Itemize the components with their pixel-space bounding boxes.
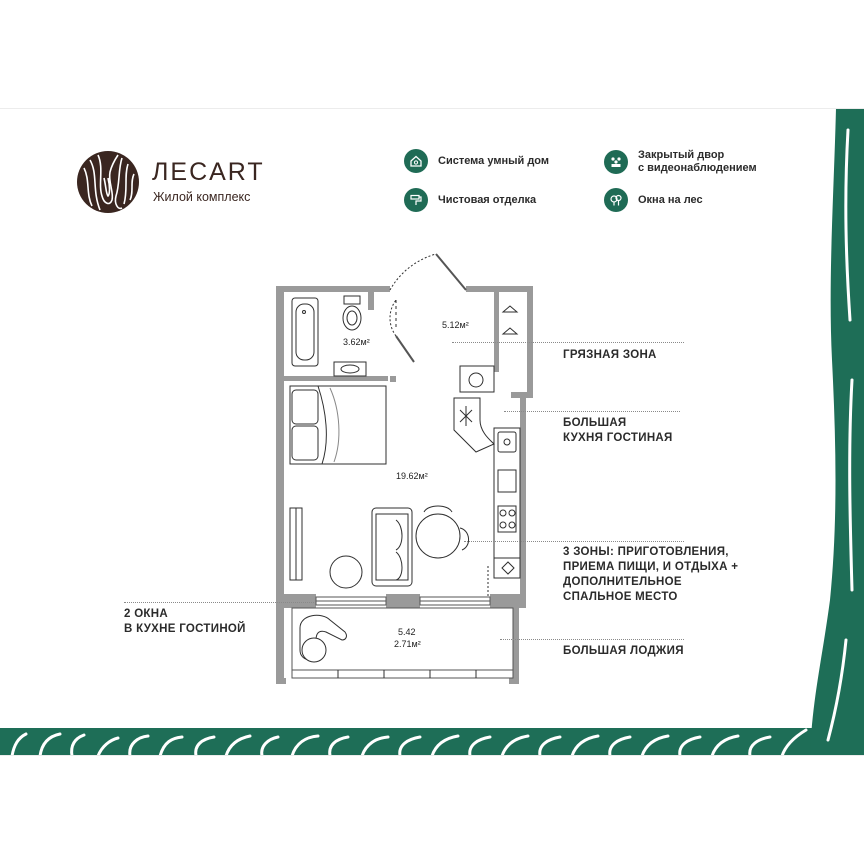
feature-finishing: Чистовая отделка — [404, 188, 536, 212]
smart-home-icon — [404, 149, 428, 173]
callout-two-windows: 2 ОКНА В КУХНЕ ГОСТИНОЙ — [124, 608, 246, 635]
area-hall: 5.12м² — [442, 320, 469, 330]
paint-roller-icon — [404, 188, 428, 212]
callout-line-kitchen — [504, 411, 680, 412]
brand-name: ЛЕСART — [152, 158, 265, 186]
area-bathroom: 3.62м² — [343, 337, 370, 347]
feature-label: Система умный дом — [438, 154, 550, 167]
people-icon — [604, 150, 628, 174]
area-living: 19.62м² — [396, 471, 428, 481]
brand-subtitle: Жилой комплекс — [153, 190, 251, 204]
callout-line-windows — [124, 602, 314, 603]
callout-kitchen-living: БОЛЬШАЯ КУХНЯ ГОСТИНАЯ — [563, 417, 673, 444]
sheet-background — [0, 108, 864, 756]
feature-label: Окна на лес — [638, 193, 703, 206]
feature-label: Закрытый двор с видеонаблюдением — [638, 149, 757, 174]
feature-smart-home: Система умный дом — [404, 149, 549, 173]
area-loggia-total: 5.42 — [398, 627, 416, 637]
wood-rings-logo-icon — [77, 151, 139, 213]
callout-dirty-zone: ГРЯЗНАЯ ЗОНА — [563, 349, 657, 361]
tree-icon — [604, 188, 628, 212]
feature-label: Чистовая отделка — [438, 193, 537, 206]
callout-loggia: БОЛЬШАЯ ЛОДЖИЯ — [563, 645, 684, 657]
area-loggia-counted: 2.71м² — [394, 639, 421, 649]
callout-line-dirty-zone — [452, 342, 684, 343]
callout-line-zones — [464, 541, 684, 542]
feature-closed-yard: Закрытый двор с видеонаблюдением — [604, 149, 757, 175]
callout-line-loggia — [500, 639, 684, 640]
callout-three-zones: 3 ЗОНЫ: ПРИГОТОВЛЕНИЯ, ПРИЕМА ПИЩИ, И ОТ… — [563, 546, 739, 603]
feature-forest-view: Окна на лес — [604, 188, 703, 212]
